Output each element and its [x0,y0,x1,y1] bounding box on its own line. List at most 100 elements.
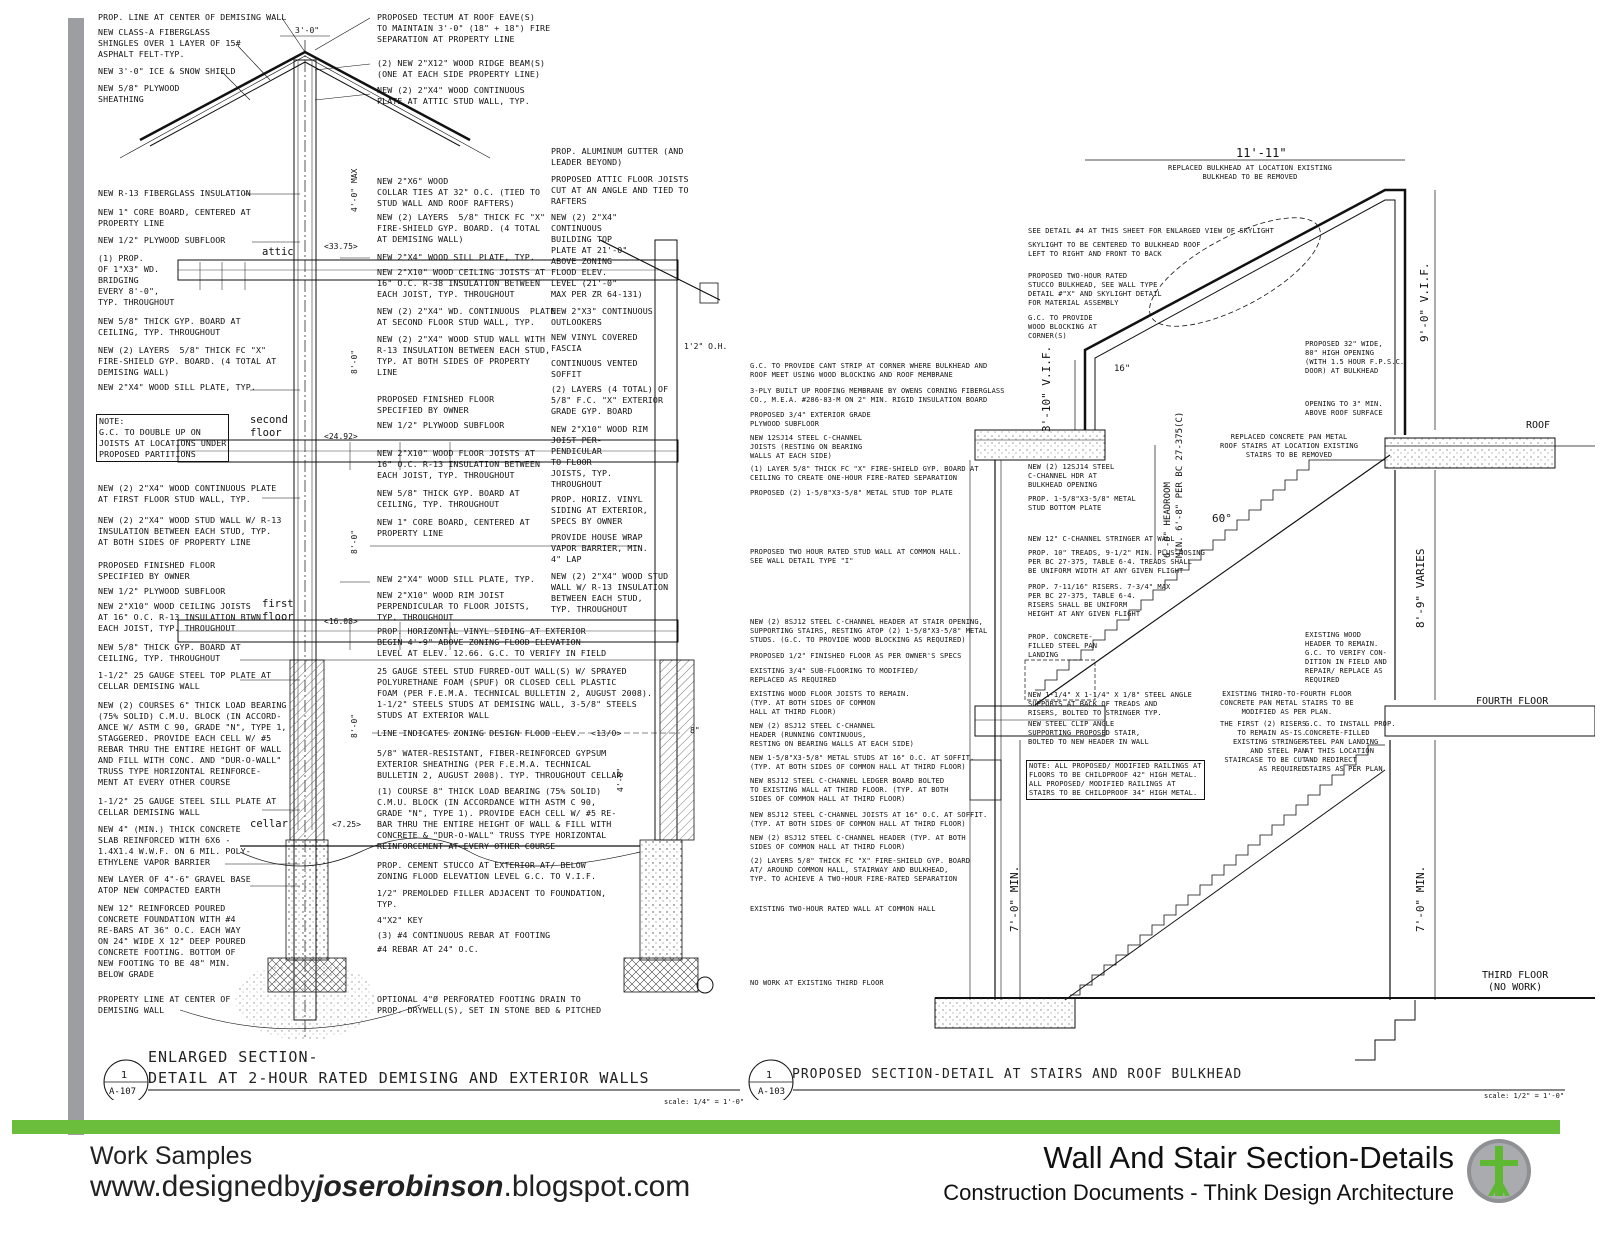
left-sheet-number: A-107 [109,1087,137,1097]
bulkhead-outline [1083,159,1407,435]
dimension: 8'-0" [350,529,359,554]
note: EXISTING THIRD-TO-FOURTH FLOOR CONCRETE … [1220,690,1354,716]
note: (1) PROP. OF 1"X3" WD. BRIDGING EVERY 8'… [98,253,175,307]
note: 25 GAUGE STEEL STUD FURRED-OUT WALL(S) W… [377,666,653,720]
elevation-tag: <24.92> [324,432,358,441]
note: 1/2" PREMOLDED FILLER ADJACENT TO FOUNDA… [377,888,607,909]
dimension: 4'-0" MAX [350,168,359,212]
dimension: 3'-0" [295,26,320,35]
note: THE FIRST (2) RISERS TO REMAIN AS-IS. EX… [1220,720,1307,773]
note: PROP. CEMENT STUCCO AT EXTERIOR AT/ BELO… [377,860,597,881]
note: NEW 2"X4" WOOD SILL PLATE, TYP. [98,382,256,392]
note: NEW (2) 2"X4" WOOD STUD WALL W/ R-13 INS… [98,515,282,547]
note: NEW 2"X6" WOOD COLLAR TIES AT 32" O.C. (… [377,176,541,208]
note: PROPOSED ATTIC FLOOR JOISTS CUT AT AN AN… [551,174,689,206]
floor-label-cellar: cellar [250,818,288,830]
third-floor-slab [934,997,1595,1061]
left-detail-number: 1 [121,1070,128,1081]
left-title-block [103,1059,740,1100]
note: NEW 5/8" THICK GYP. BOARD AT CEILING, TY… [98,642,241,663]
note-box: NOTE: G.C. TO DOUBLE UP ON JOISTS AT LOC… [96,414,230,462]
note: NEW 2"X3" CONTINUOUS OUTLOOKERS [551,306,653,327]
right-title-block [748,1059,1565,1100]
note: NEW (2) LAYERS 5/8" THICK FC "X" FIRE-SH… [377,212,546,244]
note: NEW (2) COURSES 6" THICK LOAD BEARING (7… [98,700,287,787]
floor-joists [199,262,451,650]
floor-structure [177,259,690,661]
note: NEW 1" CORE BOARD, CENTERED AT PROPERTY … [377,517,530,538]
note: (2) LAYERS (4 TOTAL) OF 5/8" F.C. "X" EX… [551,384,669,416]
note: NEW 1/2" PLYWOOD SUBFLOOR [377,420,505,430]
note: NEW 3'-0" ICE & SNOW SHIELD [98,66,236,76]
note: NEW LAYER OF 4"-6" GRAVEL BASE ATOP NEW … [98,874,251,895]
note: PROP. 7-11/16" RISERS. 7-3/4" MAX PER BC… [1028,583,1171,618]
note: NEW (2) 2"X4" CONTINUOUS BUILDING TOP PL… [551,212,643,299]
note: NEW STEEL CLIP ANGLE SUPPORTING PROPOSED… [1028,720,1149,746]
dimension: 8'-0" [350,713,359,738]
note: NEW (2) 2"X4" WOOD CONTINUOUS PLATE AT A… [377,85,530,106]
dimension: 4'-8" [616,767,625,792]
roof-slab [974,429,1595,469]
footer-blog-url[interactable]: www.designedbyjoserobinson.blogspot.com [90,1170,690,1204]
note: NEW 5/8" THICK GYP. BOARD AT CEILING, TY… [377,488,520,509]
note: NEW (2) 2"X4" WOOD STUD WALL WITH R-13 I… [377,334,551,377]
note: EXISTING WOOD FLOOR JOISTS TO REMAIN. (T… [750,690,910,716]
elevation-tag: <16.08> [324,617,358,626]
dimension: 11'-11" [1236,146,1287,160]
level-label-third: THIRD FLOOR (NO WORK) [1482,970,1549,993]
note: NEW (2) 2"X4" WD. CONTINUOUS PLATE AT SE… [377,306,556,327]
note: NEW R-13 FIBERGLASS INSULATION [98,188,251,198]
dimension: 16" [1114,364,1131,374]
note: PROP. HORIZ. VINYL SIDING AT EXTERIOR, S… [551,494,648,526]
note: NEW 2"X10" WOOD RIM JOIST PERPENDICULAR … [377,590,530,622]
footer-subtitle: Construction Documents - Think Design Ar… [943,1180,1454,1205]
left-detail-title: ENLARGED SECTION- DETAIL AT 2-HOUR RATED… [148,1048,650,1087]
note: PROPOSED TWO-HOUR RATED STUCCO BULKHEAD,… [1028,272,1162,307]
right-detail-title: PROPOSED SECTION-DETAIL AT STAIRS AND RO… [792,1067,1243,1082]
note: 5/8" WATER-RESISTANT, FIBER-REINFORCED G… [377,748,622,780]
note: NEW (2) 2"X4" WOOD STUD WALL W/ R-13 INS… [551,571,669,614]
note: NEW 5/8" THICK GYP. BOARD AT CEILING, TY… [98,316,241,337]
note: NEW (2) 8SJ12 STEEL C-CHANNEL HEADER (TY… [750,834,966,851]
note: NO WORK AT EXISTING THIRD FLOOR [750,979,884,987]
note: REPLACED CONCRETE PAN METAL ROOF STAIRS … [1220,433,1359,459]
right-sheet-number: A-103 [758,1087,786,1097]
note: PROPOSED TWO HOUR RATED STUD WALL AT COM… [750,548,962,565]
note: NEW 2"X10" WOOD CEILING JOISTS AT 16" O.… [377,267,546,299]
note: PROPOSED 1/2" FINISHED FLOOR AS PER OWNE… [750,652,962,660]
note: NEW 4" (MIN.) THICK CONCRETE SLAB REINFO… [98,824,251,867]
note: #4 REBAR AT 24" O.C. [377,944,479,954]
railing-note-box: NOTE: ALL PROPOSED/ MODIFIED RAILINGS AT… [1026,760,1205,800]
note: NEW 2"X4" WOOD SILL PLATE, TYP. [377,252,535,262]
elevation-tag: <33.75> [324,242,358,251]
note: NEW 5/8" PLYWOOD SHEATHING [98,83,180,104]
note: NEW 8SJ12 STEEL C-CHANNEL JOISTS AT 16" … [750,811,988,828]
note: SKYLIGHT TO BE CENTERED TO BULKHEAD ROOF… [1028,241,1201,258]
note: NEW 12" C-CHANNEL STRINGER AT WALL [1028,535,1175,543]
note: PROPOSED FINISHED FLOOR SPECIFIED BY OWN… [98,560,216,581]
note: NEW 12" REINFORCED POURED CONCRETE FOUND… [98,903,246,979]
exterior-wall [599,239,721,841]
cmu-foundation [179,659,714,1040]
note: EXISTING TWO-HOUR RATED WALL AT COMMON H… [750,905,936,913]
note: PROVIDE HOUSE WRAP VAPOR BARRIER, MIN. 4… [551,532,648,564]
right-detail-number: 1 [766,1070,773,1081]
dimension: 7'-0" MIN. [1008,865,1021,932]
note: 3-PLY BUILT UP ROOFING MEMBRANE BY OWENS… [750,387,1005,404]
elevation-tag: <7.25> [332,820,361,829]
note: REPLACED BULKHEAD AT LOCATION EXISTING B… [1168,164,1332,181]
url-name: joserobinson [315,1170,504,1203]
note: PROPOSED 3/4" EXTERIOR GRADE PLYWOOD SUB… [750,411,871,428]
note: NEW VINYL COVERED FASCIA [551,332,638,353]
dimension: 1'2" O.H. [684,342,728,351]
note: NEW 1" CORE BOARD, CENTERED AT PROPERTY … [98,207,251,228]
note: EXISTING WOOD HEADER TO REMAIN. G.C. TO … [1305,631,1387,684]
note: PROP. 1-5/8"X3-5/8" METAL STUD BOTTOM PL… [1028,495,1136,512]
upper-stair-flight [1024,454,1391,706]
note: PROP. 10" TREADS, 9-1/2" MIN. PLUS NOSIN… [1028,549,1205,575]
note: PROP. LINE AT CENTER OF DEMISING WALL [98,12,287,22]
note: NEW 2"X10" WOOD RIM JOIST PER- PENDICULA… [551,424,648,489]
fourth-floor-slab [974,705,1595,737]
note: PROP. CONCRETE- FILLED STEEL PAN LANDING [1028,633,1098,659]
